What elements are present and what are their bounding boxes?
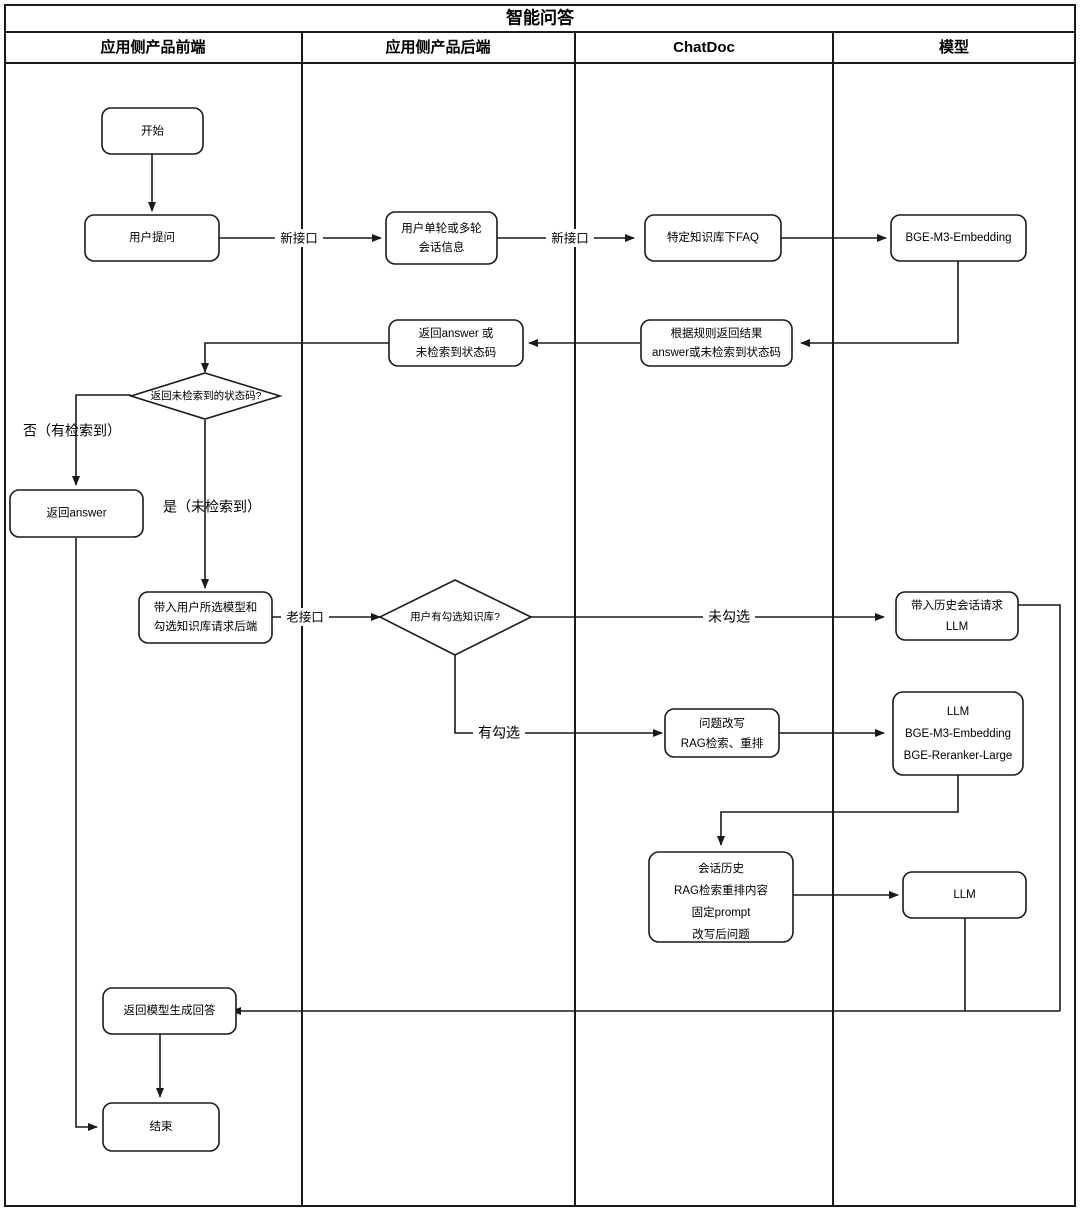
edge-label-old-api: 老接口 (286, 609, 324, 624)
diagram-title: 智能问答 (506, 7, 575, 27)
node-decision-kb[interactable]: 用户有勾选知识库? (378, 579, 533, 656)
node-session-info-label-2: 会话信息 (419, 240, 465, 254)
node-return-answer-or-code-label-2: 未检索到状态码 (416, 345, 497, 359)
node-bge-embedding-label: BGE-M3-Embedding (905, 232, 1011, 244)
node-return-generated-label: 返回模型生成回答 (124, 1003, 216, 1017)
node-decision-status[interactable]: 返回未检索到的状态码? (128, 372, 283, 420)
node-session-info-label-1: 用户单轮或多轮 (401, 221, 482, 235)
edge-label-checked: 有勾选 (478, 725, 520, 741)
node-request-backend-shape[interactable] (138, 591, 273, 644)
node-rule-result-shape[interactable] (640, 319, 793, 367)
edge-llm-rerank-to-context-bundle (717, 775, 959, 846)
lane-header-model: 模型 (939, 38, 969, 56)
node-kb-faq[interactable]: 特定知识库下FAQ (644, 214, 782, 262)
node-llm-rerank-label-3: BGE-Reranker-Large (904, 750, 1013, 762)
node-query-rewrite-label-1: 问题改写 (699, 716, 745, 730)
node-return-answer-label: 返回answer (46, 507, 106, 520)
node-return-generated-shape[interactable] (102, 987, 237, 1035)
edge-return-answer-to-end (75, 538, 98, 1131)
node-start-shape[interactable] (101, 107, 204, 155)
node-request-backend-label-2: 勾选知识库请求后端 (154, 619, 258, 633)
lane-header-chatdoc: ChatDoc (673, 39, 735, 56)
node-history-llm[interactable]: 带入历史会话请求 LLM (895, 591, 1019, 641)
node-return-answer-or-code-label-1: 返回answer 或 (419, 327, 494, 340)
node-rule-result[interactable]: 根据规则返回结果 answer或未检索到状态码 (640, 319, 793, 367)
node-request-backend[interactable]: 带入用户所选模型和 勾选知识库请求后端 (138, 591, 273, 644)
node-query-rewrite[interactable]: 问题改写 RAG检索、重排 (664, 708, 780, 758)
node-history-llm-shape[interactable] (895, 591, 1019, 641)
edge-decision-kb-checked (454, 648, 663, 737)
node-query-rewrite-label-2: RAG检索、重排 (681, 736, 764, 750)
node-return-answer[interactable]: 返回answer (9, 489, 144, 538)
edge-label-layer: 新接口 新接口 否（有检索到） 是（未检索到） 老接口 未勾选 有勾选 (23, 229, 755, 742)
node-llm-final[interactable]: LLM (902, 871, 1027, 919)
node-llm-final-shape[interactable] (902, 871, 1027, 919)
node-decision-status-label: 返回未检索到的状态码? (151, 389, 262, 402)
edge-label-new-api-2: 新接口 (551, 230, 589, 245)
node-return-generated[interactable]: 返回模型生成回答 (102, 987, 237, 1035)
node-context-bundle-shape[interactable] (648, 851, 794, 943)
node-llm-final-label: LLM (953, 889, 975, 901)
node-bge-embedding[interactable]: BGE-M3-Embedding (890, 214, 1027, 262)
node-rule-result-label-2: answer或未检索到状态码 (652, 345, 781, 359)
node-start[interactable]: 开始 (101, 107, 204, 155)
edge-label-not-checked: 未勾选 (708, 609, 750, 625)
edge-return-code-to-decision-status (201, 342, 389, 373)
node-llm-rerank-label-2: BGE-M3-Embedding (905, 728, 1011, 740)
connector-layer (72, 154, 1061, 1131)
node-bge-embedding-shape[interactable] (890, 214, 1027, 262)
edge-label-yes-not-retrieved: 是（未检索到） (163, 499, 261, 515)
node-user-question[interactable]: 用户提问 (84, 214, 220, 262)
node-context-bundle-label-4: 改写后问题 (692, 927, 750, 941)
edge-decision-status-no (72, 394, 131, 486)
edge-bge-embedding-to-rule-result (800, 261, 959, 347)
node-return-answer-or-code[interactable]: 返回answer 或 未检索到状态码 (388, 319, 524, 367)
node-user-question-shape[interactable] (84, 214, 220, 262)
node-history-llm-label-1: 带入历史会话请求 (911, 599, 1003, 612)
node-rule-result-label-1: 根据规则返回结果 (671, 326, 763, 340)
node-context-bundle-label-1: 会话历史 (698, 862, 744, 875)
node-user-question-label: 用户提问 (129, 230, 175, 244)
node-request-backend-label-1: 带入用户所选模型和 (154, 600, 258, 614)
node-llm-rerank-label-1: LLM (947, 706, 969, 718)
node-end-label: 结束 (150, 1120, 173, 1133)
edge-label-no-retrieved: 否（有检索到） (23, 423, 121, 439)
node-query-rewrite-shape[interactable] (664, 708, 780, 758)
node-context-bundle[interactable]: 会话历史 RAG检索重排内容 固定prompt 改写后问题 (648, 851, 794, 943)
node-context-bundle-label-2: RAG检索重排内容 (674, 883, 768, 897)
node-decision-kb-label: 用户有勾选知识库? (410, 610, 500, 623)
edge-label-new-api-1: 新接口 (280, 230, 318, 245)
node-end[interactable]: 结束 (102, 1102, 220, 1152)
node-kb-faq-shape[interactable] (644, 214, 782, 262)
node-llm-rerank-shape[interactable] (892, 691, 1024, 776)
node-llm-rerank[interactable]: LLM BGE-M3-Embedding BGE-Reranker-Large (892, 691, 1024, 776)
node-context-bundle-label-3: 固定prompt (692, 905, 752, 919)
node-session-info-shape[interactable] (385, 211, 498, 265)
node-start-label: 开始 (141, 124, 164, 138)
node-decision-kb-shape[interactable] (378, 579, 533, 656)
node-return-answer-or-code-shape[interactable] (388, 319, 524, 367)
node-history-llm-label-2: LLM (946, 621, 968, 633)
node-decision-status-shape[interactable] (128, 372, 283, 420)
node-kb-faq-label: 特定知识库下FAQ (667, 230, 759, 244)
lane-header-backend: 应用侧产品后端 (385, 38, 490, 56)
lane-header-frontend: 应用侧产品前端 (100, 38, 205, 56)
edge-history-llm-right-rail (1018, 604, 1061, 1011)
node-end-shape[interactable] (102, 1102, 220, 1152)
node-return-answer-shape[interactable] (9, 489, 144, 538)
node-session-info[interactable]: 用户单轮或多轮 会话信息 (385, 211, 498, 265)
